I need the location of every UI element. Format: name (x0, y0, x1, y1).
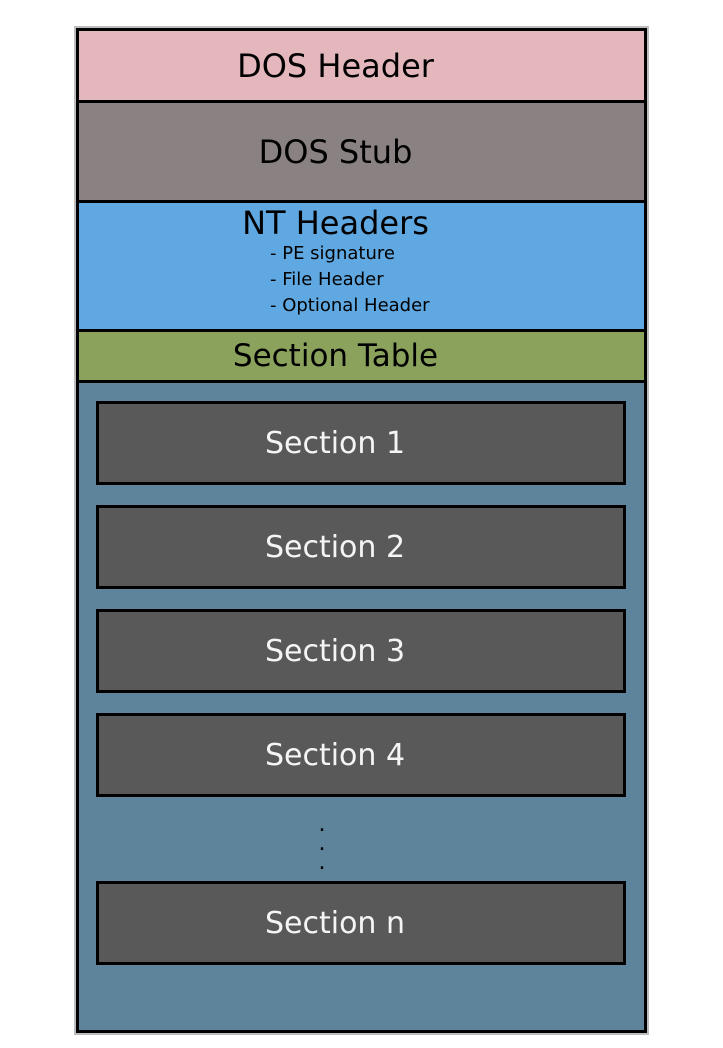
nt-headers-item-pe-signature: - PE signature (270, 243, 395, 264)
ellipsis-dots: . . . (96, 812, 626, 875)
ellipsis-dot: . (318, 850, 326, 875)
ellipsis-dot: . (318, 812, 326, 837)
band-divider (79, 200, 644, 203)
section-table-label: Section Table (232, 338, 439, 374)
section-box-1: Section 1 (96, 401, 626, 485)
block-nt-headers: NT Headers - PE signature - File Header … (79, 203, 644, 329)
section-4-label: Section 4 (264, 737, 406, 773)
block-dos-header: DOS Header (79, 31, 644, 100)
section-3-label: Section 3 (264, 633, 406, 669)
block-dos-stub: DOS Stub (79, 103, 644, 200)
section-box-3: Section 3 (96, 609, 626, 693)
nt-headers-item-optional-header: - Optional Header (270, 295, 430, 316)
section-box-2: Section 2 (96, 505, 626, 589)
nt-headers-item-list: - PE signature - File Header - Optional … (270, 241, 430, 319)
ellipsis-dot: . (318, 831, 326, 856)
section-box-4: Section 4 (96, 713, 626, 797)
dos-stub-label: DOS Stub (258, 132, 413, 171)
section-1-label: Section 1 (264, 425, 406, 461)
nt-headers-label: NT Headers (242, 204, 429, 242)
band-divider (79, 329, 644, 332)
dos-header-label: DOS Header (237, 46, 434, 85)
nt-headers-item-file-header: - File Header (270, 269, 384, 290)
block-sections-area: Section 1 Section 2 Section 3 Section 4 … (79, 383, 644, 1030)
block-section-table: Section Table (79, 332, 644, 380)
section-2-label: Section 2 (264, 529, 406, 565)
section-box-n: Section n (96, 881, 626, 965)
band-divider (79, 100, 644, 103)
section-n-label: Section n (264, 905, 405, 941)
band-divider (79, 380, 644, 383)
pe-file-container: DOS Header DOS Stub NT Headers - PE sign… (74, 26, 649, 1035)
